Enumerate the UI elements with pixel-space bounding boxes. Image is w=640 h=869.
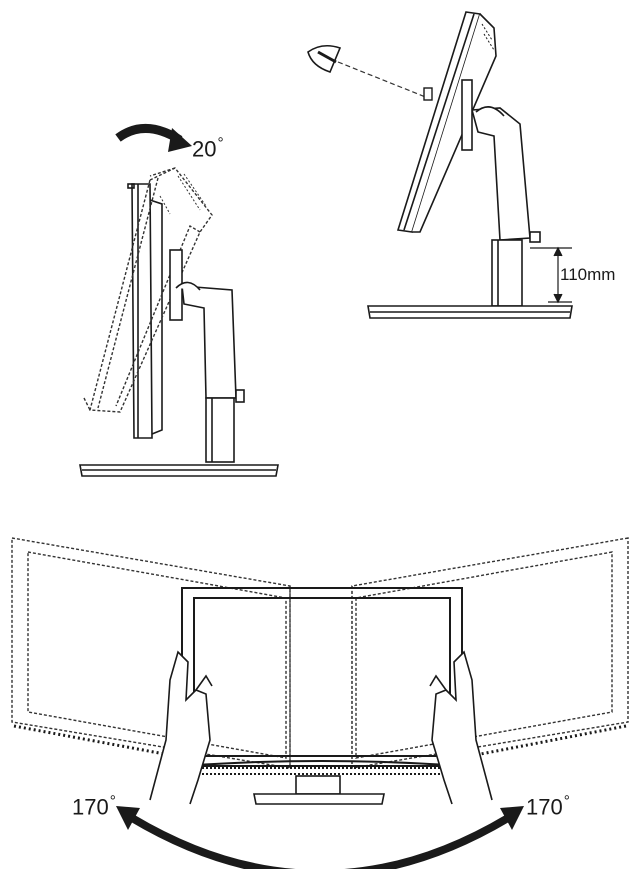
height-base	[367, 305, 573, 319]
swivel-right-angle-label: 170	[526, 794, 570, 818]
tilt-angle-label: 20	[192, 136, 224, 160]
height-stand	[461, 79, 541, 307]
swivel-left-panel	[11, 537, 291, 769]
sight-line	[337, 61, 429, 99]
height-monitor	[396, 11, 497, 233]
height-illustration	[307, 11, 573, 319]
height-dimension-line	[530, 246, 572, 304]
right-hand	[429, 650, 493, 805]
height-range-label: 110mm	[560, 265, 616, 284]
tilt-stand	[169, 249, 245, 463]
swivel-arc-arrow	[129, 814, 511, 869]
tilt-monitor-tilted	[83, 167, 213, 413]
tilt-illustration	[79, 124, 279, 477]
swivel-illustration	[11, 537, 629, 869]
tilt-monitor-upright	[127, 183, 163, 439]
eye-icon	[307, 44, 342, 73]
swivel-left-angle-label: 170	[72, 794, 116, 818]
tilt-base	[79, 464, 279, 477]
swivel-stand	[253, 775, 385, 805]
left-hand	[149, 650, 213, 805]
